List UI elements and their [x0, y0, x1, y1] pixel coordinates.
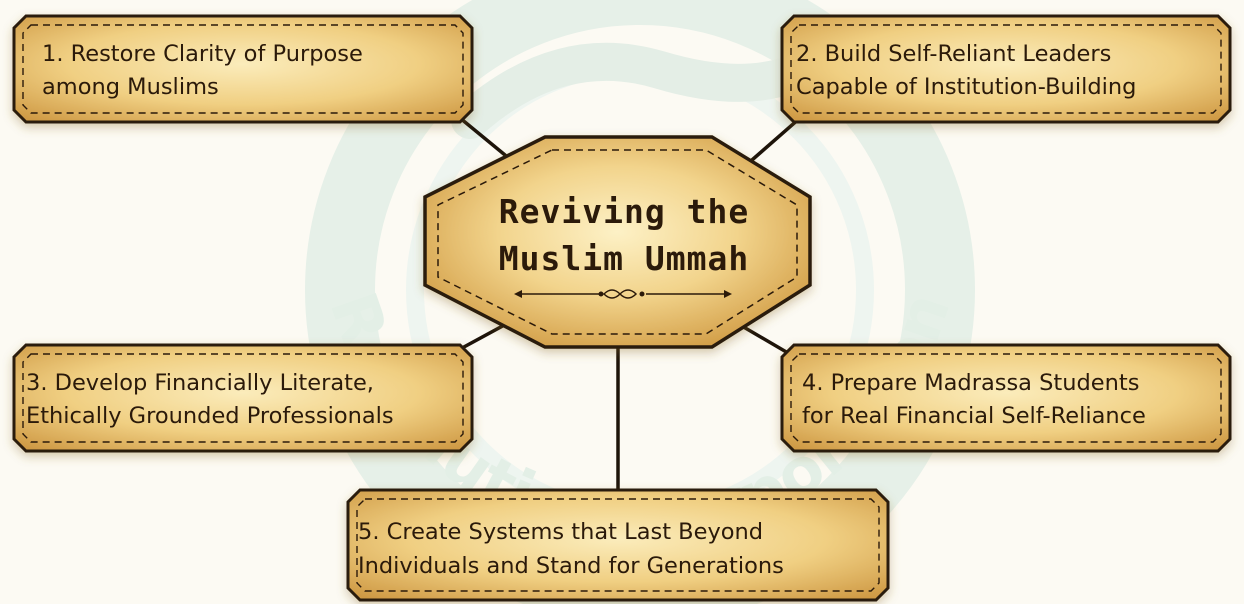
- goal-4-line-2: for Real Financial Self-Reliance: [802, 403, 1146, 429]
- goal-box-1: 1. Restore Clarity of Purpose among Musli…: [12, 14, 474, 124]
- goal-2-line-1: 2. Build Self-Reliant Leaders: [796, 41, 1111, 67]
- goal-box-shape: [12, 343, 474, 453]
- goal-box-inner-border: [22, 24, 464, 114]
- connector-1: [458, 116, 507, 157]
- goal-5-line-2: Individuals and Stand for Generations: [358, 553, 784, 579]
- hub-node: Reviving the Muslim Ummah: [423, 135, 812, 349]
- goal-box-shape: [780, 343, 1232, 453]
- goal-1-line-2: among Muslims: [42, 74, 219, 100]
- goal-boxes: 1. Restore Clarity of Purpose among Musli…: [12, 14, 1232, 602]
- hub-title-line-2: Muslim Ummah: [499, 239, 749, 278]
- goal-3-line-2: Ethically Grounded Professionals: [26, 403, 394, 429]
- goal-box-inner-border: [790, 353, 1222, 443]
- goal-box-4: 4. Prepare Madrassa Students for Real Fin…: [780, 343, 1232, 453]
- goal-box-inner-border: [22, 353, 464, 443]
- goal-box-5: 5. Create Systems that Last BeyondIndivi…: [346, 488, 890, 602]
- goal-1-line-1: 1. Restore Clarity of Purpose: [42, 41, 363, 67]
- goal-box-inner-border: [790, 24, 1222, 114]
- goal-box-shape: [346, 488, 890, 602]
- goal-box-shape: [780, 14, 1232, 124]
- goal-4-line-1: 4. Prepare Madrassa Students: [802, 370, 1139, 396]
- goal-box-inner-border: [356, 498, 880, 592]
- connector-2: [750, 116, 802, 162]
- goal-box-shape: [12, 14, 474, 124]
- ornament-divider: [514, 289, 732, 299]
- goal-2-line-2: Capable of Institution-Building: [796, 74, 1136, 100]
- hub-inner-border: [437, 149, 798, 335]
- goal-box-3: 3. Develop Financially Literate, Ethicall…: [12, 343, 474, 453]
- goal-3-line-1: 3. Develop Financially Literate,: [26, 370, 374, 396]
- goal-5-line-1: 5. Create Systems that Last Beyond: [358, 519, 763, 545]
- hub-title-line-1: Reviving the: [499, 192, 749, 231]
